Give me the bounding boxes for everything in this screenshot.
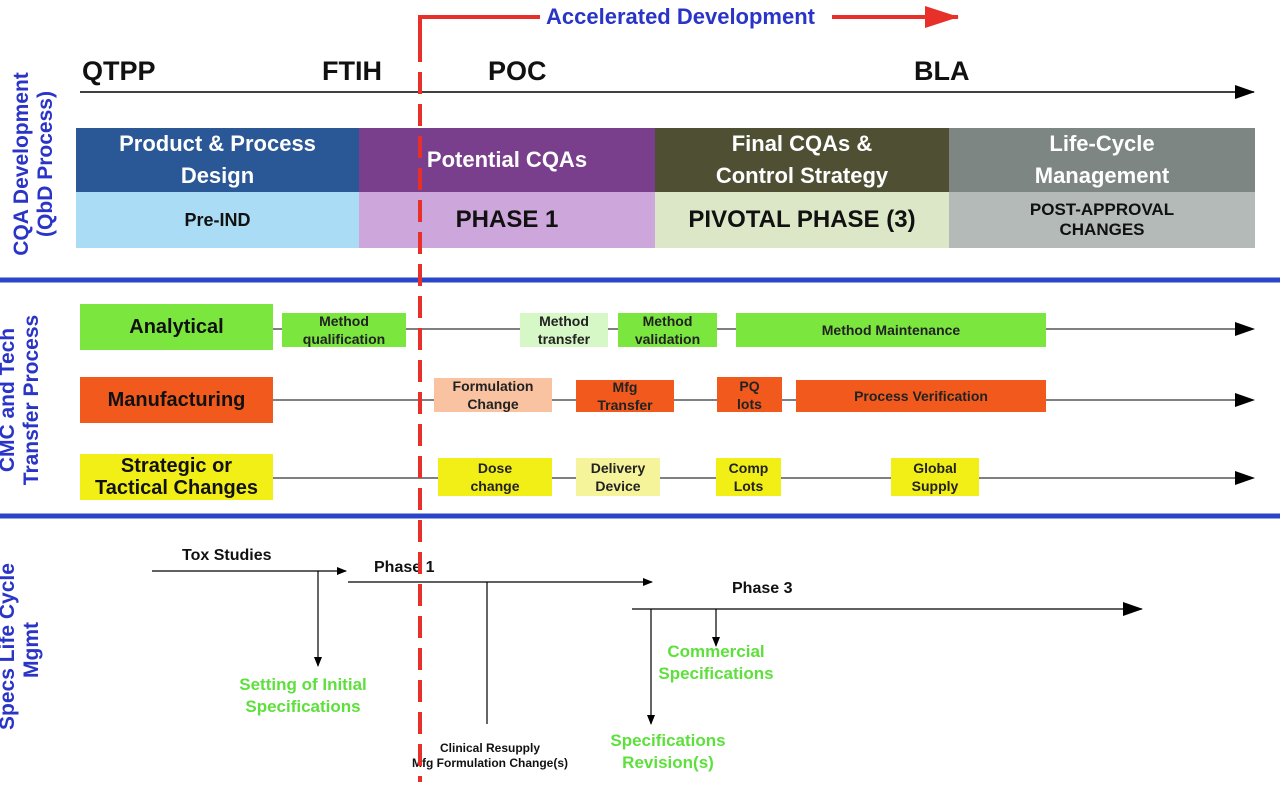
specifications-revision-label: Specifications Revision(s) [610,731,726,772]
stage-potential-cqas: Potential CQAs [359,128,655,192]
analytical-category: Analytical [80,304,273,350]
pq-lots-box: PQ lots [717,377,782,412]
strategic-category: Strategic or Tactical Changes [80,454,273,500]
phase-1: PHASE 1 [359,192,655,248]
process-verification-box: Process Verification [796,380,1046,412]
phase-pivotal: PIVOTAL PHASE (3) [655,192,949,248]
mfg-transfer-box: Mfg Transfer [576,379,674,413]
lane-title-cmc: CMC and Tech Transfer Process [0,314,43,486]
stage-product-process-design: Product & Process Design [76,128,359,192]
commercial-specifications-label: Commercial Specifications [658,642,774,683]
phase3-specs-label: Phase 3 [732,580,793,597]
milestone-bla: BLA [914,56,970,86]
clinical-resupply-label: Clinical Resupply Mfg Formulation Change… [412,741,568,770]
phase-post-approval: POST-APPROVAL CHANGES [949,192,1255,248]
accelerated-development-label: Accelerated Development [546,4,815,29]
formulation-change-box: Formulation Change [434,378,552,412]
method-qualification-box: Method qualification [282,313,406,347]
delivery-device-box: Delivery Device [576,458,660,496]
method-maintenance-box: Method Maintenance [736,313,1046,347]
method-transfer-box: Method transfer [520,313,608,347]
stage-life-cycle-management: Life-Cycle Management [949,128,1255,192]
lane-title-specs: Specs Life Cycle Mgmt [0,563,43,730]
global-supply-box: Global Supply [891,458,979,496]
phase1-specs-label: Phase 1 [374,559,435,576]
manufacturing-category: Manufacturing [80,377,273,423]
method-validation-box: Method validation [618,313,717,347]
stage-final-cqas: Final CQAs & Control Strategy [655,128,949,192]
milestone-qtpp: QTPP [82,56,156,86]
dose-change-box: Dose change [438,458,552,496]
lane-title-cqa: CQA Development (QbD Process) [10,72,57,256]
tox-studies-label: Tox Studies [182,547,272,564]
initial-specifications-label: Setting of Initial Specifications [239,675,367,716]
phase-pre-ind: Pre-IND [76,192,359,248]
comp-lots-box: Comp Lots [716,458,781,496]
milestone-ftih: FTIH [322,56,382,86]
milestone-poc: POC [488,56,547,86]
